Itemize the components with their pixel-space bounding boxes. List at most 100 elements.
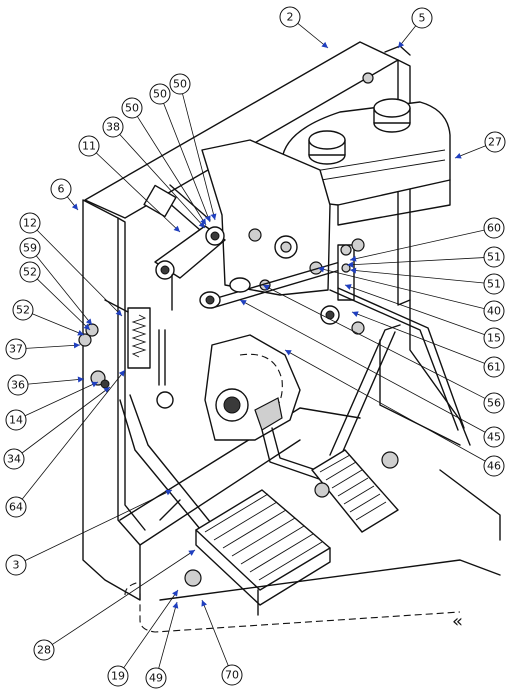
callout-number: 45 bbox=[487, 431, 501, 444]
center-bracket bbox=[201, 139, 331, 296]
callout-leader bbox=[239, 299, 486, 433]
callout-number: 51 bbox=[487, 251, 501, 264]
callout-bubble bbox=[483, 356, 505, 378]
callout-50: 50 bbox=[169, 73, 217, 221]
callout-number: 59 bbox=[23, 242, 37, 255]
callout-bubble bbox=[411, 7, 433, 29]
callout-arrow bbox=[347, 261, 354, 268]
callout-40: 40 bbox=[317, 266, 505, 322]
callout-leader bbox=[137, 116, 207, 226]
callout-leader bbox=[35, 255, 93, 326]
callout-number: 51 bbox=[487, 278, 501, 291]
callout-arrow bbox=[165, 489, 172, 496]
callout-bubble bbox=[279, 6, 301, 28]
callout-leader bbox=[349, 269, 485, 284]
small-pedal bbox=[261, 324, 401, 533]
callout-leader bbox=[346, 257, 485, 266]
callout-number: 40 bbox=[487, 305, 501, 318]
callout-number: 50 bbox=[125, 102, 139, 115]
callout-arrow bbox=[77, 329, 84, 336]
callout-number: 52 bbox=[16, 304, 30, 317]
callout-arrow bbox=[321, 41, 328, 48]
callout-arrow bbox=[77, 376, 84, 383]
callout-leader bbox=[262, 284, 486, 399]
callout-49: 49 bbox=[145, 601, 179, 689]
callout-52: 52 bbox=[12, 299, 85, 336]
callout-bubble bbox=[121, 97, 143, 119]
callout-bubble bbox=[107, 665, 129, 687]
callout-arrow bbox=[103, 387, 110, 393]
callout-leader bbox=[24, 489, 173, 562]
callout-arrow bbox=[285, 350, 292, 356]
callout-number: 46 bbox=[487, 460, 501, 473]
callout-12: 12 bbox=[19, 212, 123, 317]
callout-14: 14 bbox=[5, 381, 99, 431]
callout-number: 37 bbox=[9, 343, 23, 356]
callout-number: 5 bbox=[419, 12, 426, 25]
callout-60: 60 bbox=[349, 217, 505, 262]
callout-bubble bbox=[19, 212, 41, 234]
callout-arrow bbox=[352, 311, 359, 317]
callout-leader bbox=[317, 267, 485, 310]
callout-50: 50 bbox=[121, 97, 207, 226]
callout-arrow bbox=[318, 266, 325, 273]
callout-bubble bbox=[5, 554, 27, 576]
return-spring-assembly bbox=[78, 299, 151, 389]
callout-arrow bbox=[350, 267, 357, 274]
callout-leader bbox=[344, 284, 485, 336]
callout-bubble bbox=[7, 374, 29, 396]
callout-51: 51 bbox=[346, 246, 505, 268]
callout-51: 51 bbox=[349, 267, 505, 295]
callout-27: 27 bbox=[454, 131, 506, 159]
callout-arrow bbox=[210, 213, 217, 220]
callout-bubble bbox=[102, 116, 124, 138]
callout-leader bbox=[21, 369, 126, 500]
floor-outline bbox=[124, 469, 501, 633]
callout-leader bbox=[349, 229, 485, 261]
callout-bubble bbox=[483, 300, 505, 322]
callout-bubble bbox=[5, 409, 27, 431]
callout-leader bbox=[163, 103, 211, 223]
callout-38: 38 bbox=[102, 116, 206, 229]
callout-number: 34 bbox=[7, 453, 21, 466]
callout-number: 3 bbox=[13, 559, 20, 572]
callout-leader bbox=[119, 134, 206, 229]
callout-leader bbox=[52, 549, 196, 645]
callout-arrow bbox=[85, 318, 92, 325]
callout-5: 5 bbox=[397, 7, 433, 49]
callout-number: 64 bbox=[9, 501, 23, 514]
callout-leader bbox=[36, 229, 123, 317]
callout-bubble bbox=[483, 426, 505, 448]
callout-number: 11 bbox=[82, 140, 96, 153]
callout-arrow bbox=[350, 255, 357, 262]
callout-bubble bbox=[12, 299, 34, 321]
callout-bubble bbox=[19, 237, 41, 259]
callout-arrow bbox=[263, 285, 270, 291]
callout-number: 36 bbox=[11, 379, 25, 392]
callout-arrow bbox=[240, 300, 247, 306]
callout-number: 50 bbox=[153, 88, 167, 101]
callout-leader bbox=[36, 278, 91, 331]
callout-6: 6 bbox=[50, 178, 79, 211]
callout-arrow bbox=[172, 590, 178, 597]
callout-bubble bbox=[50, 178, 72, 200]
callout-arrow bbox=[118, 370, 125, 377]
callout-arrow bbox=[172, 602, 179, 609]
callout-arrow bbox=[71, 203, 78, 210]
callout-arrow bbox=[91, 381, 98, 388]
callout-number: 49 bbox=[149, 672, 163, 685]
callout-leader bbox=[27, 378, 85, 385]
callout-number: 14 bbox=[9, 414, 23, 427]
callout-bubble bbox=[149, 83, 171, 105]
callout-37: 37 bbox=[5, 338, 81, 360]
callout-arrow bbox=[201, 600, 208, 607]
callout-leader bbox=[201, 599, 229, 666]
callout-arrow bbox=[205, 215, 211, 222]
callout-64: 64 bbox=[5, 369, 126, 518]
callout-leader bbox=[25, 344, 81, 349]
nav-back-glyph[interactable]: « bbox=[452, 611, 463, 632]
callout-28: 28 bbox=[33, 549, 196, 661]
callout-number: 61 bbox=[487, 361, 501, 374]
callout-arrow bbox=[73, 342, 80, 349]
